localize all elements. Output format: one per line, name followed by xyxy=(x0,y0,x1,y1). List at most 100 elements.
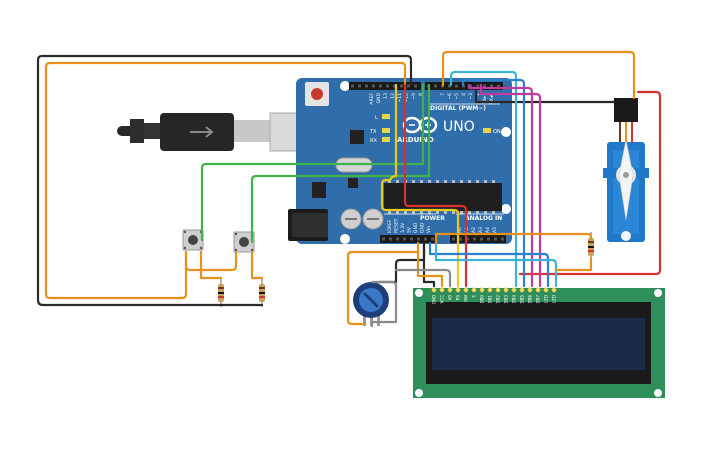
power-header xyxy=(380,235,436,243)
lcd-pin[interactable] xyxy=(551,287,557,293)
pin-label: ~6 xyxy=(447,93,453,100)
header-pin[interactable] xyxy=(480,237,483,241)
header-pin[interactable] xyxy=(469,84,472,88)
pin-label: A0 xyxy=(457,227,463,233)
lcd-pin[interactable] xyxy=(519,287,525,293)
board-brand: ARDUINO xyxy=(397,136,434,144)
lcd-pin[interactable] xyxy=(535,287,541,293)
pin-label: 3.3V xyxy=(400,222,406,233)
wire-orange-backlight xyxy=(434,232,593,245)
header-pin[interactable] xyxy=(393,84,396,88)
lcd-pin-label: DB2 xyxy=(496,295,501,304)
header-pin[interactable] xyxy=(396,237,399,241)
lcd-pin[interactable] xyxy=(455,287,461,293)
header-pin[interactable] xyxy=(358,84,361,88)
lcd-screen xyxy=(432,318,645,370)
wire-black-gnd-loop xyxy=(36,54,413,307)
header-pin[interactable] xyxy=(483,84,486,88)
lcd-pin[interactable] xyxy=(487,287,493,293)
lcd-pin[interactable] xyxy=(543,287,549,293)
wire-green-button-2 xyxy=(250,83,431,244)
wire-orange-resistor-1 xyxy=(199,250,223,280)
header-pin[interactable] xyxy=(414,84,417,88)
header-pin[interactable] xyxy=(490,84,493,88)
usb-chip xyxy=(350,130,364,144)
pin-label: A3 xyxy=(478,227,484,233)
potentiometer-icon[interactable] xyxy=(353,282,389,326)
pin-label: 7 xyxy=(440,93,446,96)
pin-label: A5 xyxy=(492,227,498,233)
header-pin[interactable] xyxy=(473,237,476,241)
wire-magenta-d5 xyxy=(467,83,534,288)
lcd-pin-label: DB1 xyxy=(488,295,493,304)
lcd-pin[interactable] xyxy=(471,287,477,293)
lcd-pin[interactable] xyxy=(463,287,469,293)
header-pin[interactable] xyxy=(487,237,490,241)
wire-cyan-lcd-2 xyxy=(434,241,558,288)
wire-blue-d6 xyxy=(461,78,526,288)
header-pin[interactable] xyxy=(441,84,444,88)
lcd-pin-label: DB4 xyxy=(512,295,517,304)
header-pin[interactable] xyxy=(382,237,385,241)
header-pin[interactable] xyxy=(365,84,368,88)
wire-orange-5v-loop xyxy=(44,61,407,300)
wire-black-servo-gnd xyxy=(474,83,616,104)
digital-header-left xyxy=(349,82,421,90)
header-pin[interactable] xyxy=(455,84,458,88)
lcd-pin[interactable] xyxy=(511,287,517,293)
reset-button-cap[interactable] xyxy=(311,88,323,100)
header-pin[interactable] xyxy=(452,237,455,241)
header-pin[interactable] xyxy=(351,84,354,88)
lcd-pin-label: E xyxy=(472,295,477,298)
header-pin[interactable] xyxy=(389,237,392,241)
header-pin[interactable] xyxy=(497,84,500,88)
header-pin[interactable] xyxy=(403,237,406,241)
header-pin[interactable] xyxy=(466,237,469,241)
servo-connector xyxy=(614,98,638,122)
header-pin[interactable] xyxy=(424,237,427,241)
pin-label: 5V xyxy=(407,226,413,233)
wire-yellow xyxy=(380,83,460,288)
lcd-pin[interactable] xyxy=(431,287,437,293)
header-pin[interactable] xyxy=(501,237,504,241)
pin-label: 4 xyxy=(461,93,467,96)
lcd-pin[interactable] xyxy=(527,287,533,293)
pin-label: 12 xyxy=(390,93,396,99)
mount-hole xyxy=(501,204,511,214)
pushbutton-1[interactable] xyxy=(182,229,204,251)
pin-label: ~9 xyxy=(411,93,417,100)
lcd-pin[interactable] xyxy=(479,287,485,293)
lcd-pin-label: DB6 xyxy=(528,295,533,304)
wire-orange-backlight-lcd xyxy=(554,256,593,272)
mount-hole xyxy=(501,127,511,137)
lcd-pin[interactable] xyxy=(439,287,445,293)
header-pin[interactable] xyxy=(400,84,403,88)
pin-label: RX◂0 xyxy=(489,93,495,104)
header-pin[interactable] xyxy=(386,84,389,88)
lcd-pin-label: VCC xyxy=(440,295,445,304)
header-pin[interactable] xyxy=(379,84,382,88)
pin-label: ~5 xyxy=(454,93,460,100)
board-model: UNO xyxy=(443,119,475,135)
lcd-pin[interactable] xyxy=(503,287,509,293)
wire-cyan-d7 xyxy=(449,70,518,288)
pin-label: GND xyxy=(420,222,426,233)
header-pin[interactable] xyxy=(476,84,479,88)
lcd-pin[interactable] xyxy=(495,287,501,293)
header-pin[interactable] xyxy=(417,237,420,241)
header-pin[interactable] xyxy=(448,84,451,88)
header-pin[interactable] xyxy=(410,237,413,241)
lcd-pin-label: DB3 xyxy=(504,295,509,304)
lcd-pin[interactable] xyxy=(447,287,453,293)
lcd-pin-label: DB5 xyxy=(520,295,525,304)
header-pin[interactable] xyxy=(494,237,497,241)
header-pin[interactable] xyxy=(462,84,465,88)
header-pin[interactable] xyxy=(431,237,434,241)
header-pin[interactable] xyxy=(434,84,437,88)
header-pin[interactable] xyxy=(459,237,462,241)
wire-green-button-1 xyxy=(200,83,425,242)
header-pin[interactable] xyxy=(407,84,410,88)
header-pin[interactable] xyxy=(372,84,375,88)
